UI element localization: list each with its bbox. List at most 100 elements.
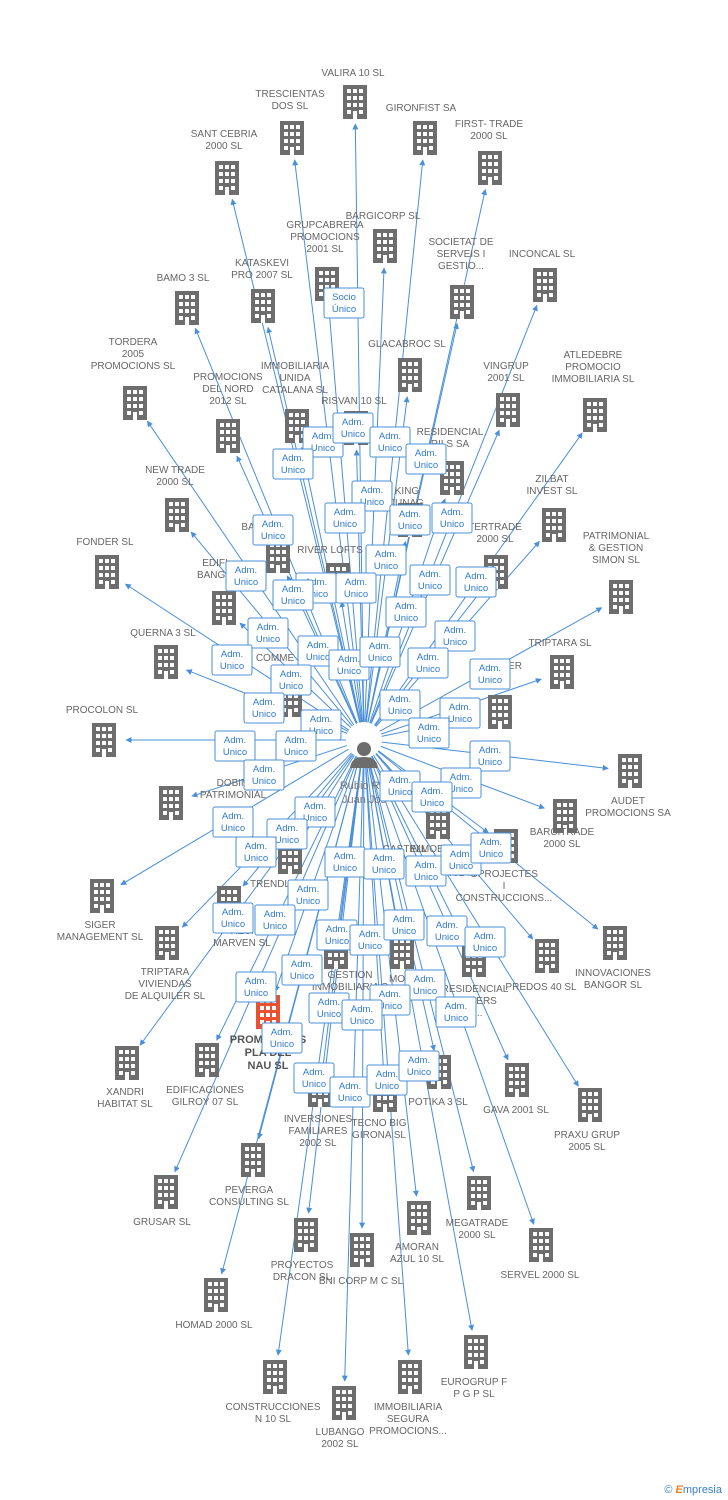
company-node[interactable]: RISVAN 10 SL — [321, 396, 387, 445]
company-label-line: RIVER LOFTS — [297, 545, 363, 556]
company-node[interactable]: BARGICORP SL — [346, 211, 421, 263]
company-node[interactable]: GRUSAR SL — [133, 1175, 191, 1228]
role-badge-adm-unico: Adm.Unico — [366, 1064, 408, 1096]
company-label-line: MONI — [389, 974, 415, 985]
company-node[interactable]: TRIPTARA SL — [528, 638, 592, 689]
svg-text:Adm.: Adm. — [276, 823, 298, 834]
center-person-node[interactable]: Rubio Rie Juan Jos — [340, 742, 388, 806]
company-node[interactable]: INCONCAL SL — [509, 249, 576, 302]
company-node[interactable]: BNI CORP M C SL — [319, 1233, 404, 1287]
company-node[interactable]: SERVEL 2000 SL — [501, 1228, 580, 1281]
company-node[interactable]: EUROGRUP FP G P SL — [441, 1335, 508, 1400]
company-node[interactable]: RIVER LOFTS — [297, 545, 363, 597]
role-badge-adm-unico: Adm.Unico — [389, 504, 431, 536]
svg-text:Unico: Unico — [360, 497, 384, 508]
building-icon — [618, 754, 642, 788]
company-node[interactable]: TRENDL — [250, 840, 302, 890]
svg-text:Unico: Unico — [290, 971, 314, 982]
building-icon — [159, 786, 183, 820]
company-node[interactable]: MONI — [389, 935, 415, 985]
company-node[interactable]: HOMAD 2000 SL — [175, 1278, 253, 1331]
svg-text:Adm.: Adm. — [253, 764, 275, 775]
company-node[interactable]: COMME — [256, 653, 302, 717]
company-label-line: IMMOBILIARIA — [374, 1402, 443, 1413]
company-label-line: GESTION — [327, 970, 372, 981]
company-label-line: AMORAN — [395, 1242, 439, 1253]
svg-text:Unico: Unico — [420, 798, 444, 809]
company-node[interactable]: OPROJECTESICONSTRUCCIONS... — [456, 829, 553, 904]
company-node[interactable]: BAMO 3 SL — [157, 273, 210, 325]
company-node[interactable]: VALIRA 10 SL — [321, 68, 385, 119]
building-icon — [350, 1233, 374, 1267]
company-label-line: EDIFI — [202, 558, 228, 569]
building-icon — [578, 1088, 602, 1122]
company-label-line: INVERSIONES — [284, 1114, 353, 1125]
svg-text:Adm.: Adm. — [305, 577, 327, 588]
company-label-line: 2002 SL — [299, 1138, 337, 1149]
company-node[interactable]: QUERNA 3 SL — [130, 628, 196, 679]
role-badge-adm-unico: Adm.Unico — [324, 502, 366, 534]
company-node[interactable]: GLACABROC SL — [368, 339, 446, 392]
svg-text:Unico: Unico — [344, 589, 368, 600]
company-node[interactable]: PROCOLON SL — [66, 705, 139, 757]
relationship-edge — [306, 757, 363, 1214]
role-badge-adm-unico: Adm.Unico — [365, 544, 407, 576]
company-node[interactable]: GIRONFIST SA — [386, 103, 457, 155]
company-label-line: RESIDENCIAL — [417, 427, 484, 438]
company-node[interactable]: GAVA 2001 SL — [483, 1063, 549, 1116]
company-label-line: I — [503, 881, 506, 892]
company-node[interactable]: CASTELL — [383, 805, 450, 855]
building-icon — [603, 926, 627, 960]
company-label-line: ATLEDEBRE — [564, 350, 623, 361]
company-node[interactable]: IMMOBILIARIASEGURAPROMOCIONS... — [369, 1360, 447, 1437]
company-node[interactable]: BA — [241, 522, 290, 573]
company-node[interactable]: POTIKA 3 SL — [408, 1055, 468, 1108]
company-label-line: CONSULTING SL — [209, 1197, 289, 1208]
relationship-edge — [370, 756, 509, 1061]
role-badge-adm-unico: Adm.Unico — [405, 443, 447, 475]
svg-text:Unico: Unico — [333, 863, 357, 874]
company-label-line: POTIKA 3 SL — [408, 1097, 468, 1108]
relationship-edge — [373, 755, 579, 1087]
company-node[interactable]: PREDOS 40 SL — [505, 939, 577, 993]
company-node[interactable]: FONDER SL — [76, 537, 134, 589]
svg-text:Unico: Unico — [223, 747, 247, 758]
